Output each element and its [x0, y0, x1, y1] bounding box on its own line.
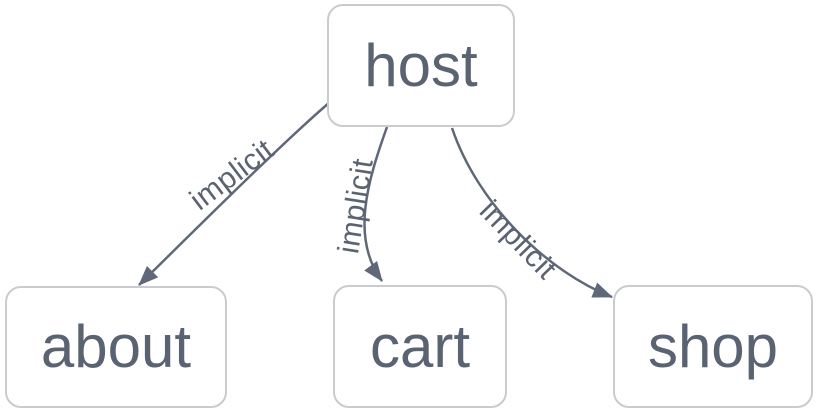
edge-label-host-about: implicit: [184, 133, 280, 217]
edge-label-host-cart: implicit: [332, 156, 380, 256]
edge-label-host-shop: implicit: [473, 194, 563, 286]
node-host[interactable]: host: [327, 4, 515, 127]
node-about[interactable]: about: [5, 286, 227, 408]
node-cart-label: cart: [369, 312, 471, 380]
node-shop-label: shop: [647, 312, 779, 380]
edge-host-cart-path: [363, 126, 389, 282]
node-about-label: about: [40, 313, 192, 380]
node-shop[interactable]: shop: [613, 285, 813, 408]
edge-host-shop-path: [450, 127, 613, 299]
node-host-label: host: [364, 31, 478, 99]
edge-host-about-path: [138, 101, 331, 286]
edge-host-shop: implicit: [450, 127, 613, 299]
node-cart[interactable]: cart: [333, 285, 507, 408]
edge-host-cart: implicit: [332, 126, 389, 282]
edge-host-about: implicit: [138, 101, 331, 286]
